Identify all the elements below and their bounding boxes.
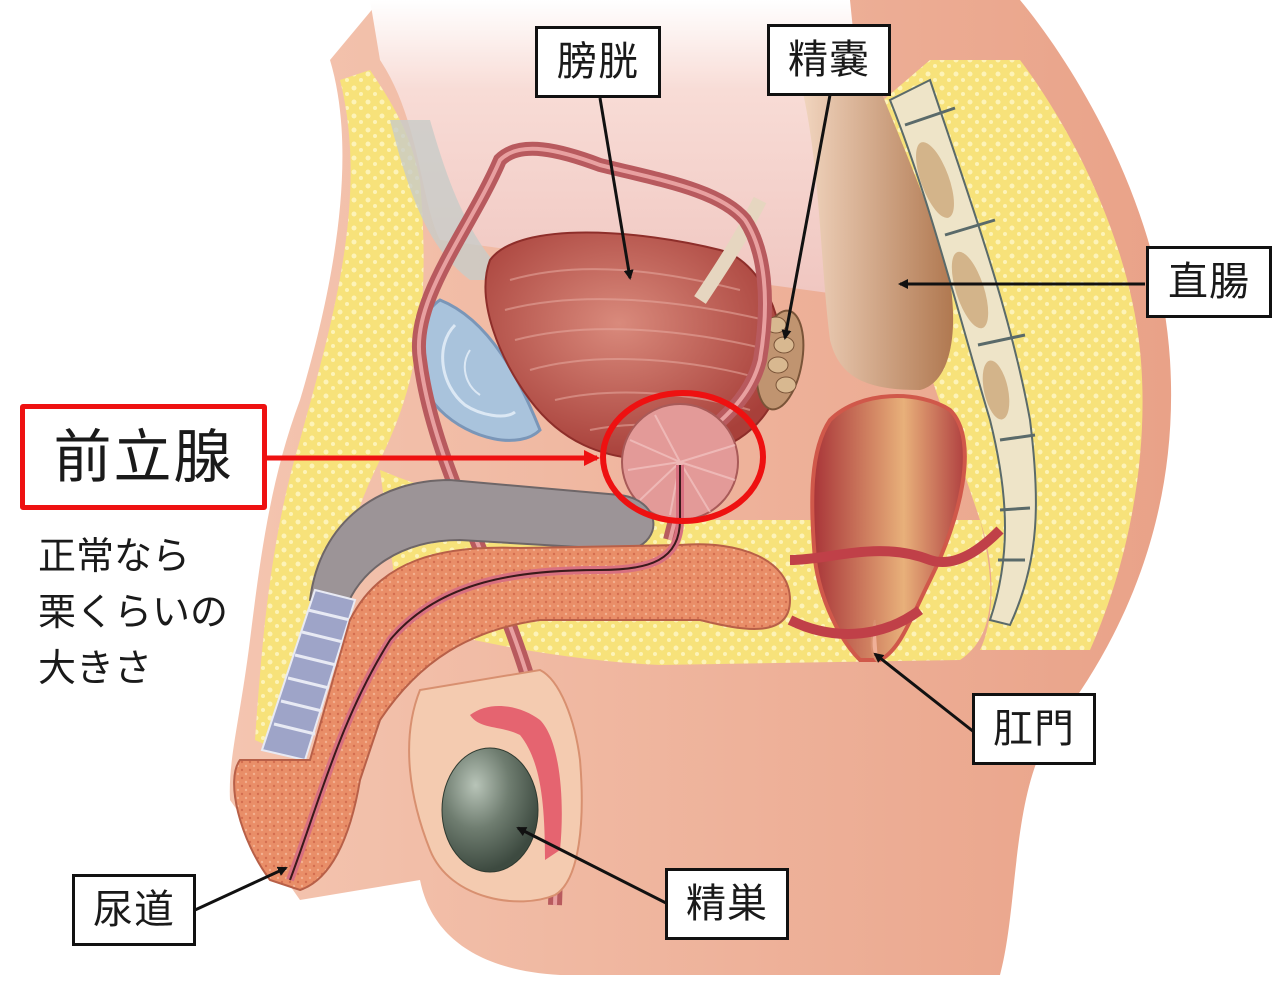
prostate-size-note: 正常なら 栗くらいの 大きさ xyxy=(38,528,228,696)
pubic-ligament xyxy=(390,120,510,280)
penis-shaft-section xyxy=(260,588,357,762)
testis xyxy=(441,747,539,873)
testis-pointer xyxy=(516,826,667,905)
seminal-vesicle-label: 精嚢 xyxy=(767,24,891,96)
note-line-2: 栗くらいの xyxy=(38,590,229,634)
note-line-1: 正常なら xyxy=(38,534,191,578)
fat-anterior xyxy=(255,70,424,760)
epididymis xyxy=(470,705,562,860)
testis-label-text: 精巣 xyxy=(686,881,768,927)
urethra-label: 尿道 xyxy=(72,874,196,946)
urethra-pointer xyxy=(194,866,288,912)
seminal-vesicle-pointer xyxy=(781,94,832,340)
rectum-ampulla xyxy=(810,394,967,662)
colon xyxy=(800,40,954,390)
bladder-label-text: 膀胱 xyxy=(557,39,639,85)
anus-label: 肛門 xyxy=(972,693,1096,765)
testis-label: 精巣 xyxy=(665,868,789,940)
bladder-pointer xyxy=(598,97,634,280)
pelvic-floor-muscle xyxy=(789,526,1004,567)
anus-pointer xyxy=(873,652,975,734)
rectum-label: 直腸 xyxy=(1146,246,1272,318)
prostate-label-text: 前立腺 xyxy=(53,423,234,491)
prostate-highlight-circle xyxy=(600,390,766,524)
anus-label-text: 肛門 xyxy=(993,706,1075,752)
urethra-label-text: 尿道 xyxy=(93,887,175,933)
note-line-3: 大きさ xyxy=(38,646,153,690)
seminal-vesicle-label-text: 精嚢 xyxy=(788,37,870,83)
bladder-label: 膀胱 xyxy=(535,26,661,98)
sacrum xyxy=(888,78,1037,627)
ureter xyxy=(694,196,767,304)
rectum-label-text: 直腸 xyxy=(1168,259,1250,305)
prostate-label: 前立腺 xyxy=(20,404,267,510)
corpus-spongiosum xyxy=(233,543,792,892)
